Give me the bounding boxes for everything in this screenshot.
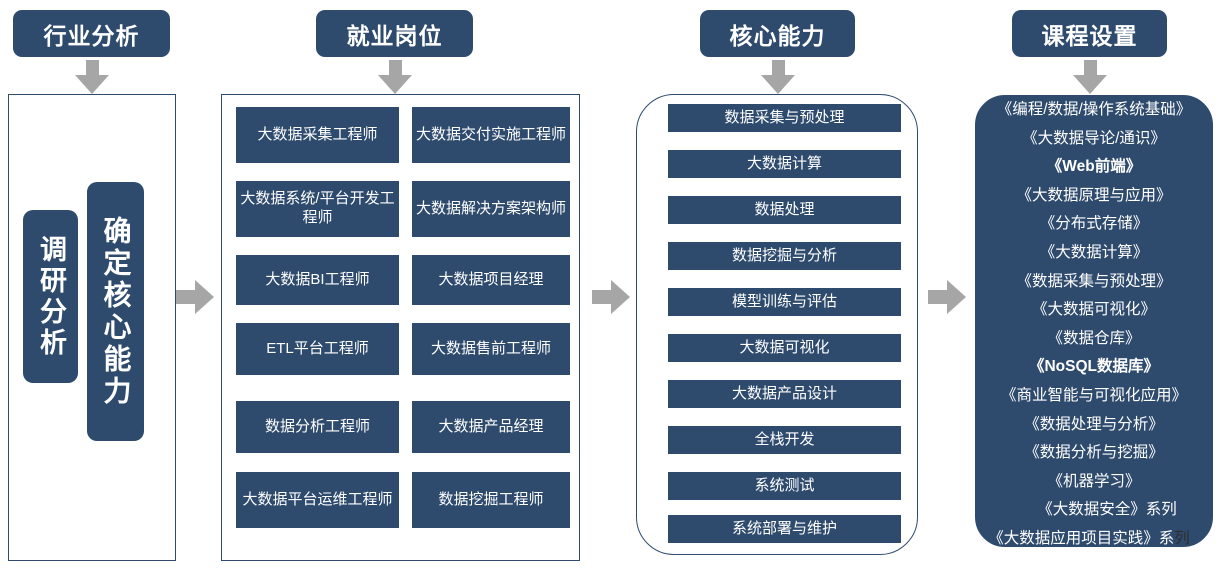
arrow-down-icon-2 (378, 60, 412, 94)
job-box[interactable]: 大数据交付实施工程师 (412, 107, 570, 163)
course-item: 《大数据安全》系列 (1037, 501, 1177, 519)
box-determine-core-ability-label: 确定核心能力 (100, 215, 132, 408)
job-box[interactable]: ETL平台工程师 (236, 323, 399, 375)
capability-bar[interactable]: 数据挖掘与分析 (668, 242, 901, 270)
job-label: 大数据解决方案架构师 (416, 199, 567, 217)
capability-bar[interactable]: 模型训练与评估 (668, 288, 901, 316)
arrow-head (611, 280, 630, 314)
capability-label: 系统部署与维护 (731, 520, 837, 537)
job-label: ETL平台工程师 (266, 339, 369, 357)
job-box[interactable]: 数据挖掘工程师 (412, 472, 570, 528)
header-core-ability-label: 核心能力 (729, 22, 826, 49)
capability-label: 模型训练与评估 (731, 293, 837, 310)
capability-bar[interactable]: 全栈开发 (668, 426, 901, 454)
box-research-analysis[interactable]: 调研分析 (23, 210, 78, 383)
arrow-head (195, 280, 214, 314)
job-label: 大数据系统/平台开发工程师 (240, 190, 395, 226)
capability-label: 大数据产品设计 (731, 385, 837, 402)
course-item: 《大数据可视化》 (1031, 301, 1156, 319)
arrow-head (378, 75, 412, 94)
job-label: 大数据售前工程师 (430, 339, 551, 357)
arrow-shaft (772, 60, 785, 76)
header-industry-analysis[interactable]: 行业分析 (13, 10, 170, 57)
arrow-right-icon-2 (592, 280, 630, 314)
capability-label: 数据处理 (754, 201, 815, 218)
arrow-shaft (928, 290, 948, 304)
capability-label: 全栈开发 (754, 431, 815, 448)
job-label: 数据分析工程师 (264, 417, 370, 435)
capability-bar[interactable]: 系统部署与维护 (668, 515, 901, 543)
arrow-shaft (1084, 60, 1097, 76)
capability-label: 大数据计算 (746, 155, 822, 172)
arrow-right-icon-1 (176, 280, 214, 314)
course-item: 《数据分析与挖掘》 (1024, 444, 1164, 462)
job-box[interactable]: 大数据解决方案架构师 (412, 181, 570, 237)
job-label: 大数据BI工程师 (265, 270, 370, 288)
job-box[interactable]: 大数据采集工程师 (236, 107, 399, 163)
arrow-down-icon-4 (1073, 60, 1107, 94)
arrow-head (761, 75, 795, 94)
job-box[interactable]: 大数据产品经理 (412, 401, 570, 453)
course-item: 《大数据原理与应用》 (1016, 186, 1172, 204)
job-label: 数据挖掘工程师 (438, 490, 544, 508)
capability-label: 大数据可视化 (739, 339, 830, 356)
arrow-shaft (86, 60, 99, 76)
arrow-head (75, 75, 109, 94)
arrow-head (1073, 75, 1107, 94)
course-item: 《机器学习》 (1047, 472, 1141, 490)
courses-list: 《编程/数据/操作系统基础》 《大数据导论/通识》 《Web前端》 《大数据原理… (968, 96, 1220, 554)
box-determine-core-ability[interactable]: 确定核心能力 (87, 182, 144, 441)
arrow-down-icon-1 (75, 60, 109, 94)
capability-bar[interactable]: 数据处理 (668, 196, 901, 224)
courses-column (975, 95, 1213, 547)
job-label: 大数据交付实施工程师 (416, 125, 567, 143)
course-item: 《Web前端》 (1046, 158, 1142, 176)
arrow-head (947, 280, 966, 314)
header-jobs-label: 就业岗位 (346, 22, 443, 49)
capability-bar[interactable]: 大数据可视化 (668, 334, 901, 362)
capability-label: 系统测试 (754, 477, 815, 494)
job-label: 大数据产品经理 (438, 417, 544, 435)
course-item: 《编程/数据/操作系统基础》 (996, 101, 1192, 118)
capability-bar[interactable]: 大数据计算 (668, 150, 901, 178)
header-courses-label: 课程设置 (1041, 22, 1138, 49)
job-box[interactable]: 大数据平台运维工程师 (236, 472, 399, 528)
arrow-right-icon-3 (928, 280, 966, 314)
job-label: 大数据项目经理 (438, 270, 544, 288)
arrow-shaft (592, 290, 612, 304)
header-jobs[interactable]: 就业岗位 (316, 10, 473, 57)
course-item: 《大数据导论/通识》 (1022, 129, 1166, 147)
job-box[interactable]: 大数据售前工程师 (412, 323, 570, 375)
job-box[interactable]: 大数据BI工程师 (236, 255, 399, 305)
job-box[interactable]: 数据分析工程师 (236, 401, 399, 453)
header-industry-analysis-label: 行业分析 (43, 22, 140, 49)
course-item: 《大数据应用项目实践》系列 (988, 529, 1190, 547)
capability-bar[interactable]: 数据采集与预处理 (668, 104, 901, 132)
course-item: 《商业智能与可视化应用》 (1000, 386, 1187, 404)
capability-bar[interactable]: 系统测试 (668, 472, 901, 500)
course-item: 《数据处理与分析》 (1024, 415, 1164, 433)
course-item: 《分布式存储》 (1039, 215, 1149, 233)
capability-bar[interactable]: 大数据产品设计 (668, 380, 901, 408)
box-research-analysis-label: 调研分析 (36, 234, 66, 359)
capability-label: 数据采集与预处理 (724, 109, 845, 126)
arrow-shaft (389, 60, 402, 76)
course-item: 《数据采集与预处理》 (1016, 272, 1172, 290)
arrow-shaft (176, 290, 196, 304)
course-item: 《数据仓库》 (1047, 329, 1141, 347)
header-courses[interactable]: 课程设置 (1012, 10, 1167, 57)
job-label: 大数据采集工程师 (257, 125, 378, 143)
course-item: 《NoSQL数据库》 (1028, 358, 1160, 376)
job-box[interactable]: 大数据系统/平台开发工程师 (236, 181, 399, 237)
job-label: 大数据平台运维工程师 (242, 490, 393, 508)
arrow-down-icon-3 (761, 60, 795, 94)
header-core-ability[interactable]: 核心能力 (700, 10, 855, 57)
job-box[interactable]: 大数据项目经理 (412, 255, 570, 305)
capability-label: 数据挖掘与分析 (731, 247, 837, 264)
course-item: 《大数据计算》 (1039, 243, 1149, 261)
